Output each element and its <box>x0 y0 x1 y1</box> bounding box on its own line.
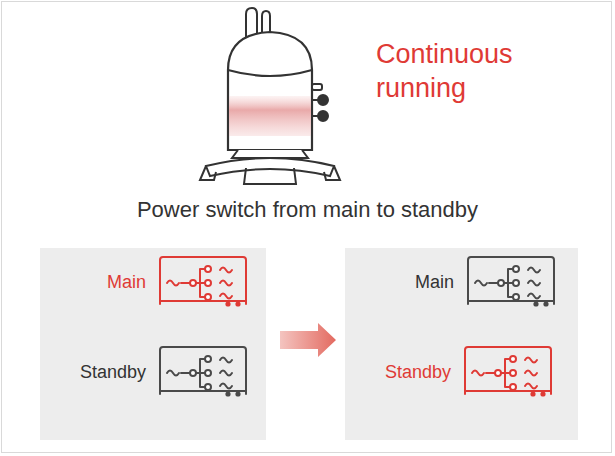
source-label: Main <box>107 272 146 293</box>
after-panel <box>345 248 578 440</box>
status-label: Continuous running <box>376 38 566 106</box>
switch-symbol <box>158 346 248 398</box>
source-label: Main <box>415 272 454 293</box>
switch-symbol <box>158 256 248 308</box>
switch-symbol <box>463 346 553 398</box>
before-panel <box>40 248 266 440</box>
source-label: Standby <box>385 362 451 383</box>
transition-arrow <box>280 323 336 357</box>
caption-text: Power switch from main to standby <box>0 196 615 224</box>
power-switch: Standby <box>158 346 248 398</box>
power-switch: Standby <box>463 346 553 398</box>
switch-symbol <box>466 256 556 308</box>
power-switch: Main <box>158 256 248 308</box>
power-switch: Main <box>466 256 556 308</box>
source-label: Standby <box>80 362 146 383</box>
